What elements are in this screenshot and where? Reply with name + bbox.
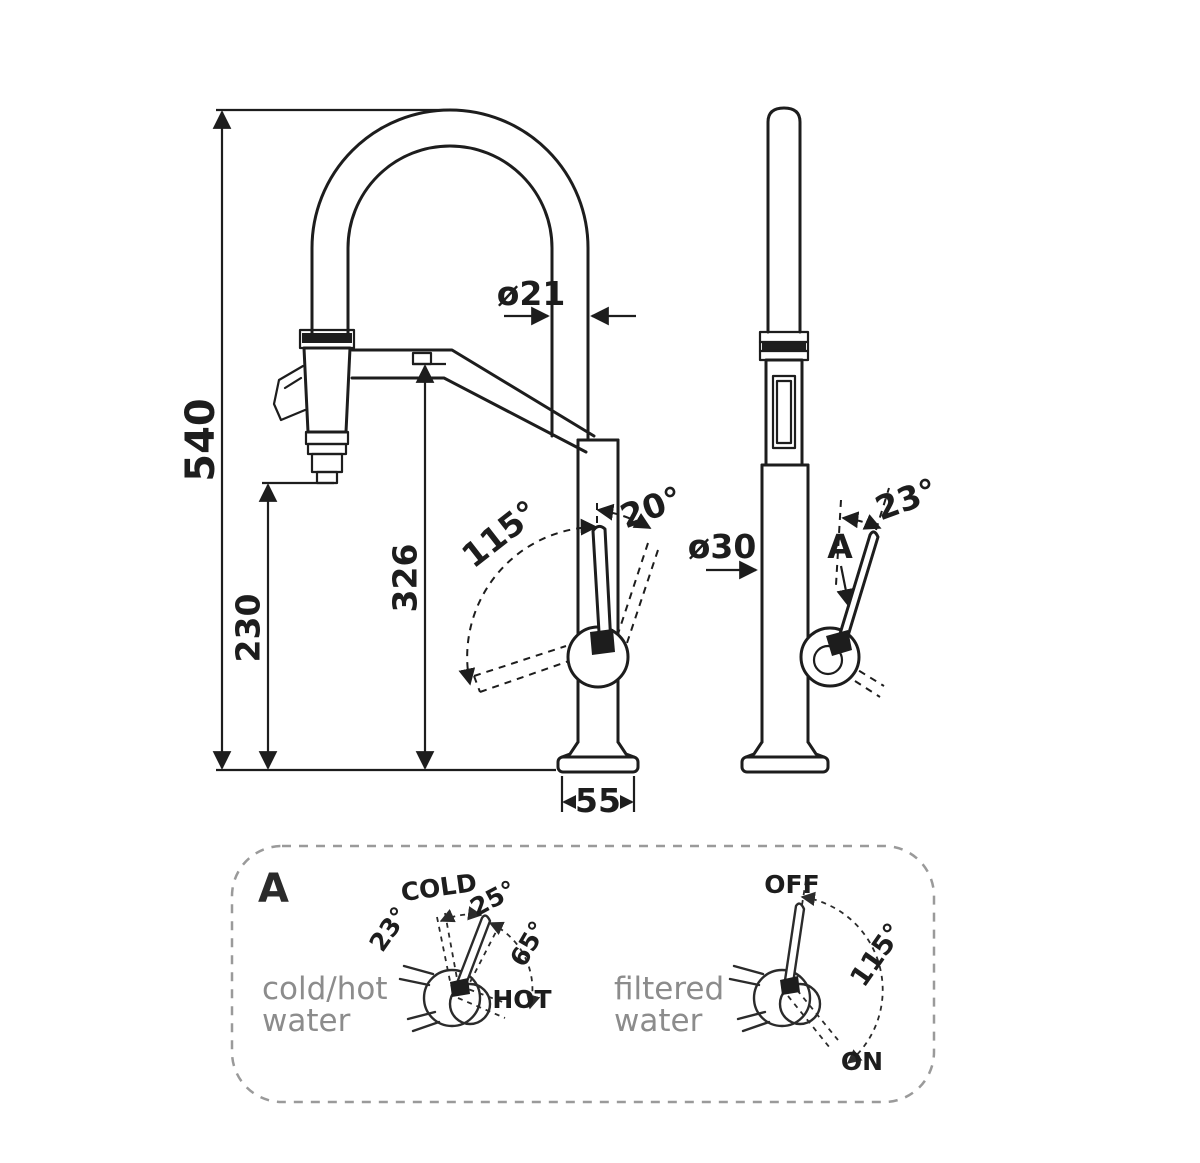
dim-handle-sweep: 115° [454,492,545,575]
side-view-faucet [740,106,890,774]
mixer-caption-line2: water [262,1003,351,1039]
spray-head [272,328,356,485]
dim-body-diameter: ø30 [688,527,757,566]
gooseneck-hose [310,108,590,442]
detail-box-border [230,844,936,1104]
mixer-caption-line1: cold/hot [262,971,388,1007]
dim-hose-diameter: ø21 [497,274,566,313]
handle-lever [591,524,613,651]
handle-sweep-dashes [458,518,598,693]
dim-handle-angle: 20° [615,478,687,536]
spout-arm [350,348,596,454]
detail-box-title: A [258,866,289,912]
filter-label-on: ON [841,1047,883,1076]
filter-label-off: OFF [764,870,819,899]
detail-a-box: A 23° COLD 25° 65° [230,844,936,1104]
spray-head-clip [272,364,307,422]
mixer-angle-tilt: 23° [364,901,415,956]
dim-handle-tilt: 23° [870,470,942,528]
filter-angle-sweep: 115° [844,918,909,993]
side-faucet-base [740,740,830,774]
dim-total-height: 540 [178,398,224,482]
side-handle-pivot-detail [826,630,852,656]
dim-spray-height: 230 [229,594,268,663]
filter-caption-line1: filtered [614,971,724,1007]
gooseneck-hose-inner [346,144,554,438]
side-hose-tube [766,106,802,334]
side-collar [758,330,810,362]
mixer-handle-sketch: 23° COLD 25° 65° HOT [364,868,553,1033]
side-handle-lever [834,530,880,651]
front-view-faucet [272,108,659,774]
side-view-dimensions: ø30 A 23° [688,470,942,608]
handle-pivot-detail [590,629,615,655]
side-mid-body [764,358,804,467]
side-handle-dashes [835,487,890,698]
dim-base-width: 55 [575,781,621,820]
faucet-base [556,740,640,774]
filter-handle-sketch: OFF 115° ON [728,870,910,1076]
detail-ref-label: A [827,527,853,566]
side-body-column [760,463,810,744]
mixer-label-hot: HOT [492,985,551,1014]
mixer-angle-hot: 65° [504,916,553,971]
filter-caption-line2: water [614,1003,703,1039]
side-joint-inner [812,644,844,676]
dim-spout-height: 326 [386,544,425,613]
front-view-dimensions: 540 230 326 ø21 20° 115° 55 [178,108,687,820]
